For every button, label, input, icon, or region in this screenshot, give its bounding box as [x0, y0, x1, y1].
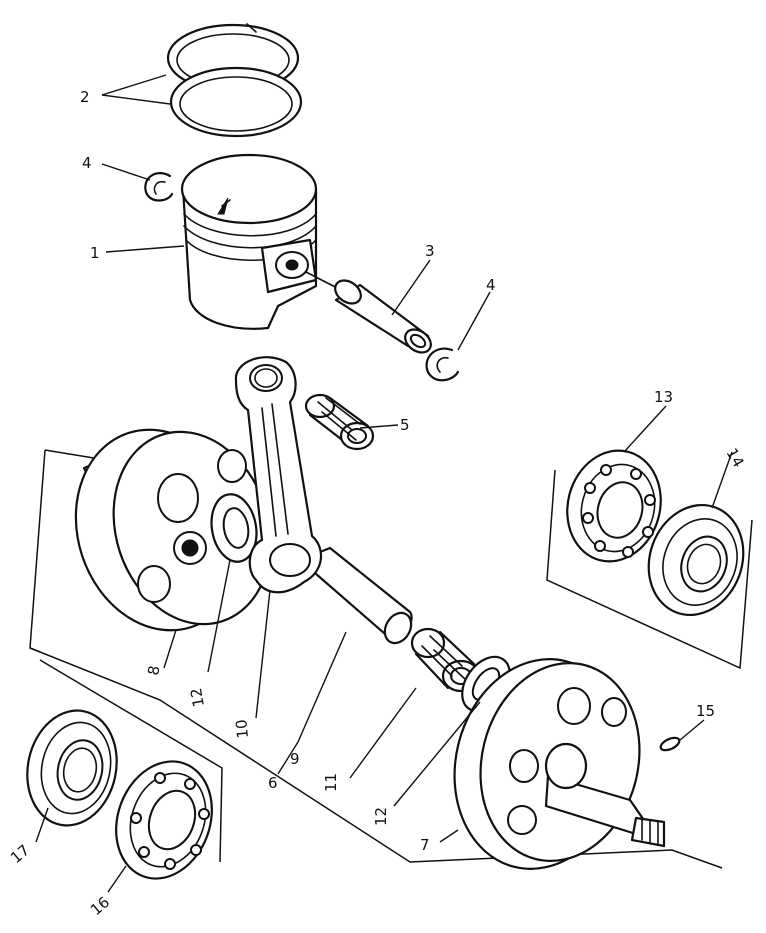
callout-16: 16 [87, 893, 113, 919]
crank-wheel-left [74, 428, 272, 632]
callout-4-left: 4 [82, 154, 92, 172]
oil-seal-lower [26, 709, 118, 827]
piston-pin [305, 271, 432, 354]
main-bearing-upper [566, 449, 662, 563]
callout-12-right: 12 [372, 807, 390, 826]
assembly-frame-lines [29, 449, 753, 869]
callout-6: 6 [268, 774, 278, 792]
connecting-rod [234, 356, 323, 594]
piston-pin-clip-right [425, 347, 460, 382]
callout-5: 5 [400, 416, 410, 434]
callout-2: 2 [80, 88, 90, 106]
piston-rings [166, 23, 303, 138]
callout-8: 8 [144, 664, 163, 677]
woodruff-key [659, 736, 681, 752]
callout-13: 13 [654, 388, 673, 406]
callout-15: 15 [696, 702, 715, 720]
callout-1: 1 [90, 244, 100, 262]
piston-pin-clip-left [144, 172, 174, 202]
oil-seal-upper [647, 503, 745, 617]
thrust-washer-left [210, 493, 258, 563]
callout-3: 3 [425, 242, 435, 260]
callout-12-left: 12 [187, 687, 208, 709]
piston [180, 153, 318, 330]
callout-11: 11 [322, 773, 340, 792]
callout-4-right: 4 [486, 276, 496, 294]
crank-pin [298, 546, 413, 645]
small-end-needle-bearing [304, 393, 375, 451]
callout-10: 10 [232, 719, 252, 740]
crank-wheel-right [453, 658, 666, 870]
leader-lines [35, 74, 733, 893]
callout-17: 17 [7, 841, 33, 867]
callout-9: 9 [290, 750, 300, 768]
callout-7: 7 [420, 836, 430, 854]
main-bearing-lower [115, 760, 213, 880]
